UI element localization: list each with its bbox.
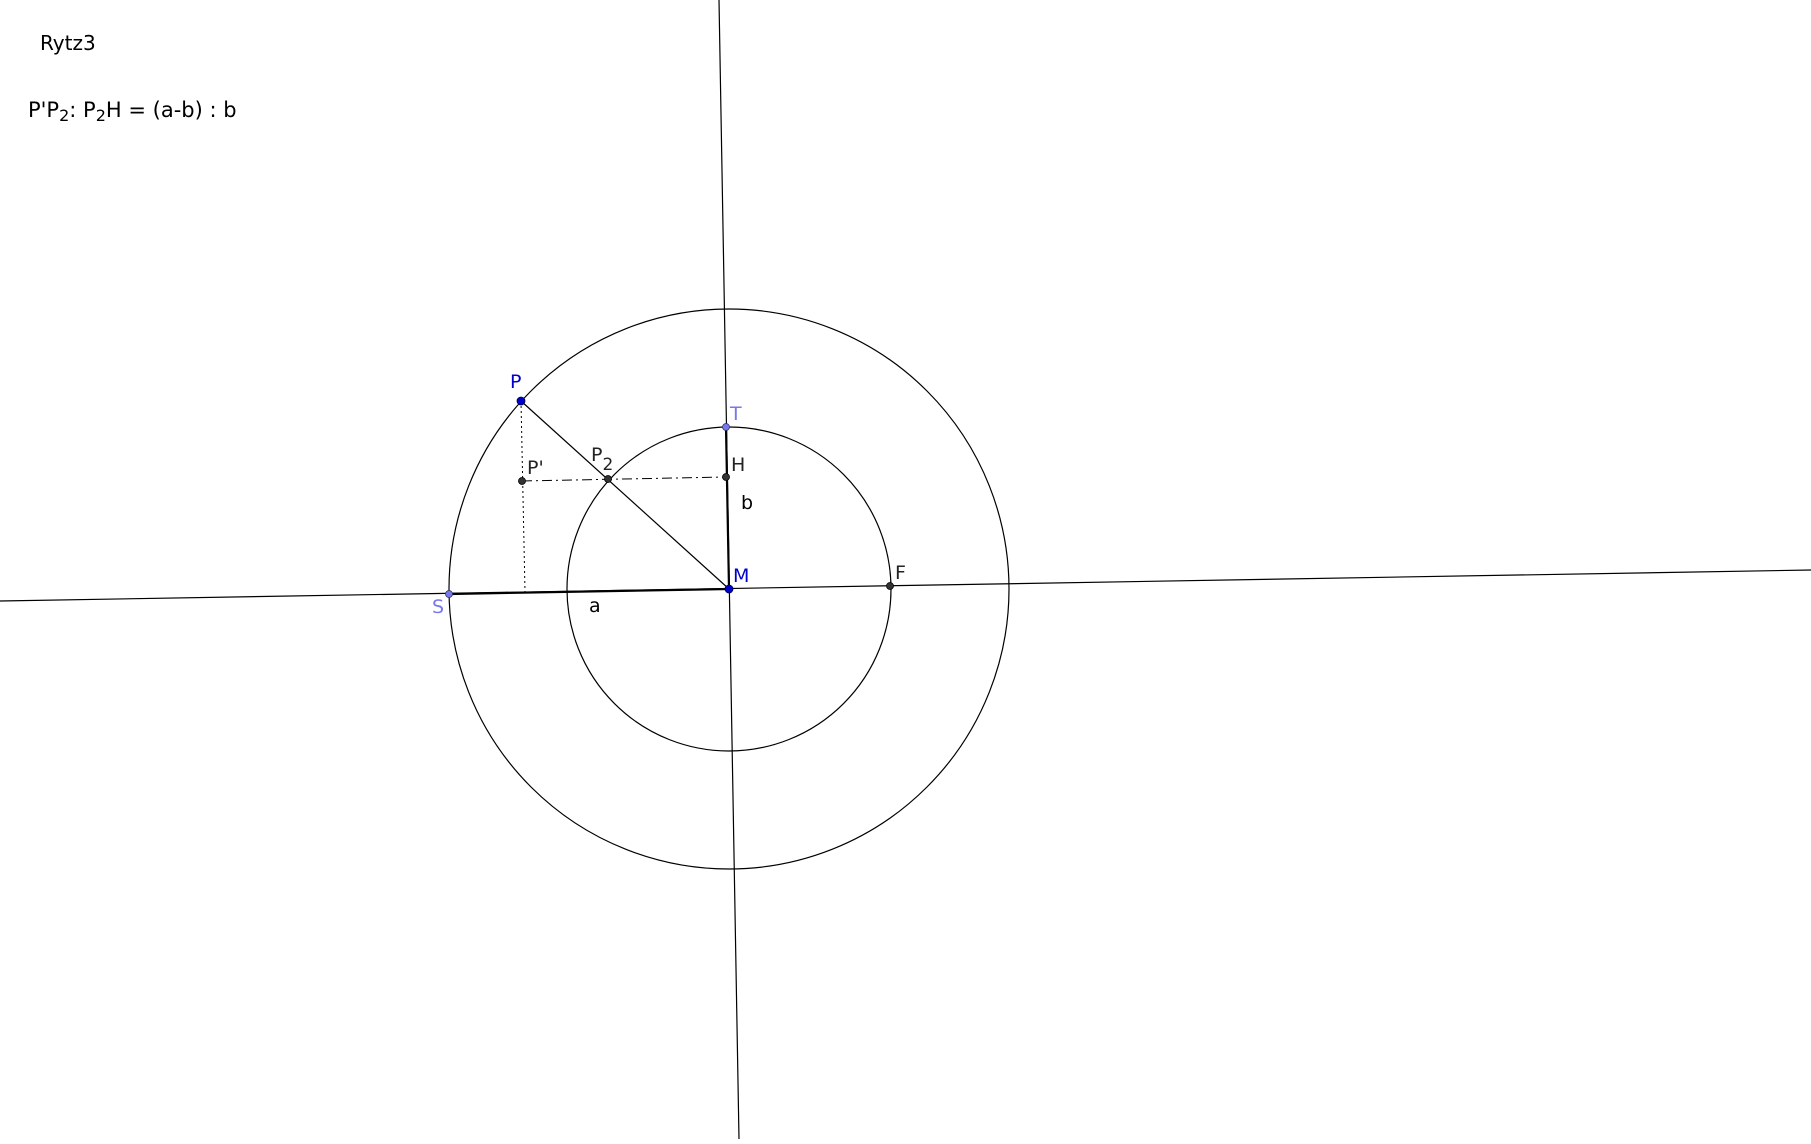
segment-p-m[interactable] — [520, 400, 730, 590]
label-p2-sub: 2 — [602, 455, 613, 475]
formula-part-2: : P — [69, 98, 96, 122]
formula-part-1: P'P — [28, 98, 60, 122]
formula-sub-1: 2 — [59, 106, 70, 125]
segment-b[interactable] — [724, 426, 731, 590]
point-h[interactable] — [722, 473, 730, 481]
label-p2: P2 — [591, 444, 613, 475]
axis-horizontal[interactable] — [0, 569, 1811, 602]
label-p2-main: P — [591, 444, 602, 466]
page-title: Rytz3 — [40, 31, 96, 55]
point-p[interactable] — [516, 396, 526, 406]
point-s[interactable] — [445, 590, 453, 598]
label-segment-b: b — [741, 492, 753, 514]
formula-part-3: H = (a-b) : b — [105, 98, 237, 122]
label-m: M — [733, 565, 749, 587]
point-f[interactable] — [886, 582, 894, 590]
dotted-perpendicular[interactable] — [520, 400, 526, 593]
label-p-prime: P' — [527, 457, 544, 479]
point-p-prime[interactable] — [518, 477, 526, 485]
label-h: H — [731, 454, 745, 476]
point-m[interactable] — [724, 584, 734, 594]
formula-sub-2: 2 — [95, 106, 106, 125]
outer-circle[interactable] — [448, 308, 1010, 870]
label-p: P — [510, 371, 521, 393]
label-s: S — [432, 596, 444, 618]
point-p2[interactable] — [604, 475, 612, 483]
label-segment-a: a — [589, 595, 601, 617]
ratio-formula: P'P2: P2H = (a-b) : b — [28, 98, 237, 125]
label-t: T — [729, 403, 742, 425]
point-t[interactable] — [722, 423, 730, 431]
segment-a[interactable] — [448, 587, 730, 596]
label-f: F — [895, 562, 906, 584]
line-pprime-h[interactable] — [521, 476, 727, 482]
